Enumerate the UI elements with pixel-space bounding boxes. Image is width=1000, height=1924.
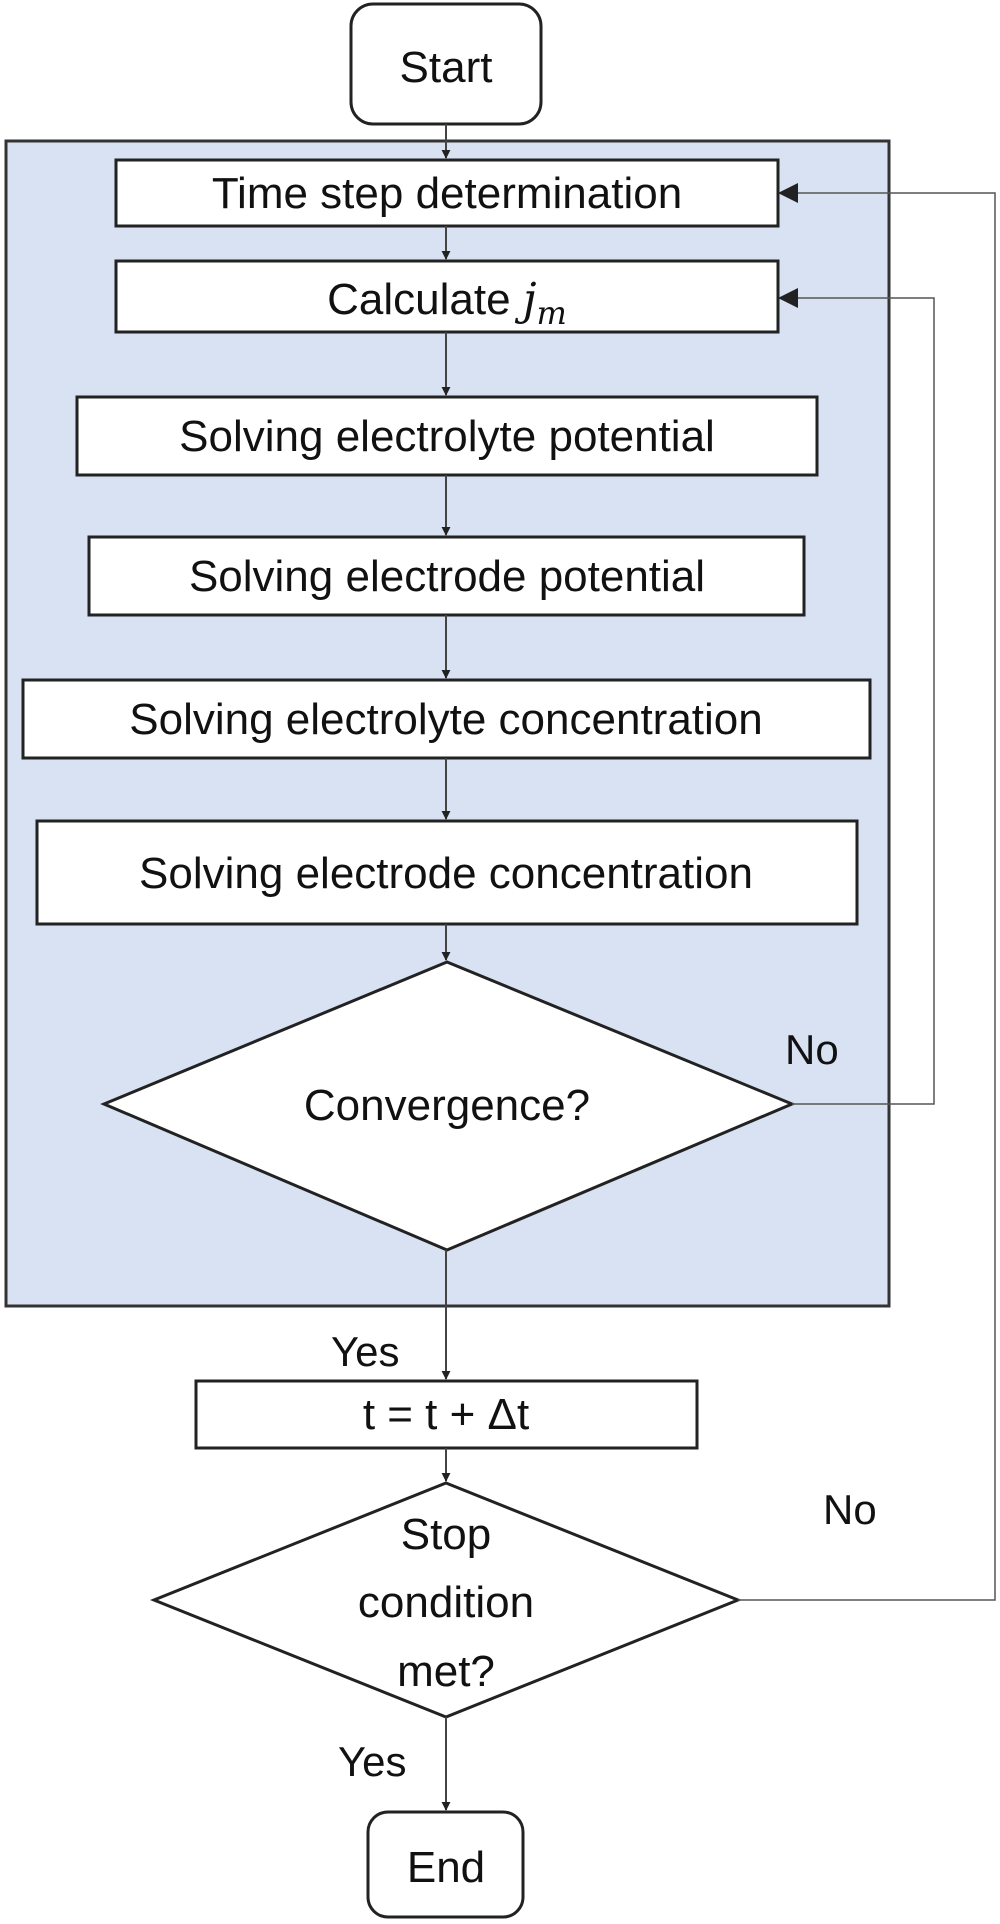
step-time-step-label: Time step determination — [212, 169, 682, 218]
step-calculate-label: Calculate jm — [327, 274, 567, 332]
end-node — [366, 1810, 525, 1919]
step-time-step-determination — [114, 158, 780, 228]
stop-yes-label: Yes — [338, 1738, 407, 1785]
stop-label-line2: condition — [358, 1578, 534, 1627]
end-label: End — [407, 1843, 485, 1892]
convergence-no-label: No — [785, 1026, 839, 1073]
step-electrolyte-concentration-label: Solving electrolyte concentration — [129, 695, 762, 744]
time-update-label: t = t + Δt — [363, 1390, 529, 1439]
convergence-no-loop — [778, 288, 935, 1105]
step-electrolyte-potential-label: Solving electrolyte potential — [179, 412, 715, 461]
stop-no-loop — [738, 183, 996, 1601]
convergence-yes-label: Yes — [331, 1328, 400, 1375]
stop-label-line1: Stop — [401, 1510, 492, 1559]
step-electrode-potential-label: Solving electrode potential — [189, 552, 705, 601]
start-label: Start — [400, 43, 493, 92]
step-calculate-jm — [114, 259, 780, 334]
step-electrode-concentration — [35, 819, 859, 926]
convergence-label: Convergence? — [304, 1081, 590, 1130]
time-update-box — [194, 1379, 699, 1450]
step-electrode-concentration-label: Solving electrode concentration — [139, 849, 753, 898]
stop-label-line3: met? — [397, 1647, 495, 1696]
stop-no-label: No — [823, 1486, 877, 1533]
